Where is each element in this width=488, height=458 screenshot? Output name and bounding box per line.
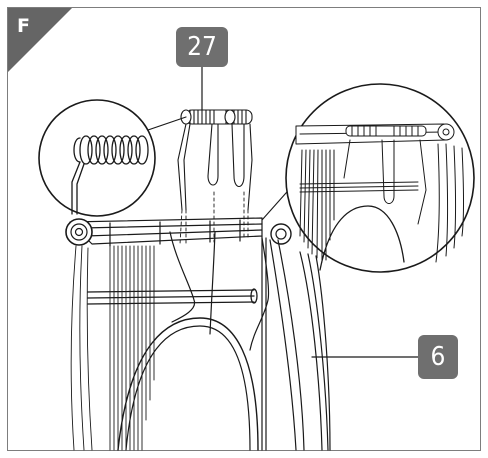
coil-detail-magnifier — [38, 99, 187, 217]
spring-coils — [180, 109, 253, 125]
guide-lines — [179, 191, 249, 245]
right-end-cap — [270, 223, 292, 245]
top-rail — [69, 217, 263, 247]
callout-badge-6: 6 — [418, 335, 458, 379]
horizontal-rods — [87, 288, 258, 305]
step-letter: F — [17, 15, 30, 37]
left-end-cap — [65, 218, 93, 246]
rail-detail-magnifier — [261, 83, 475, 273]
callout-badge-27: 27 — [176, 27, 228, 67]
rail-detail-content — [295, 123, 464, 271]
hook-wires — [169, 231, 270, 351]
coil-detail-spring — [71, 135, 149, 215]
arched-slat — [117, 317, 259, 451]
right-slats — [261, 235, 331, 451]
left-slat-stack — [70, 245, 155, 451]
spring-pair — [177, 66, 253, 245]
spring-legs — [177, 123, 253, 211]
